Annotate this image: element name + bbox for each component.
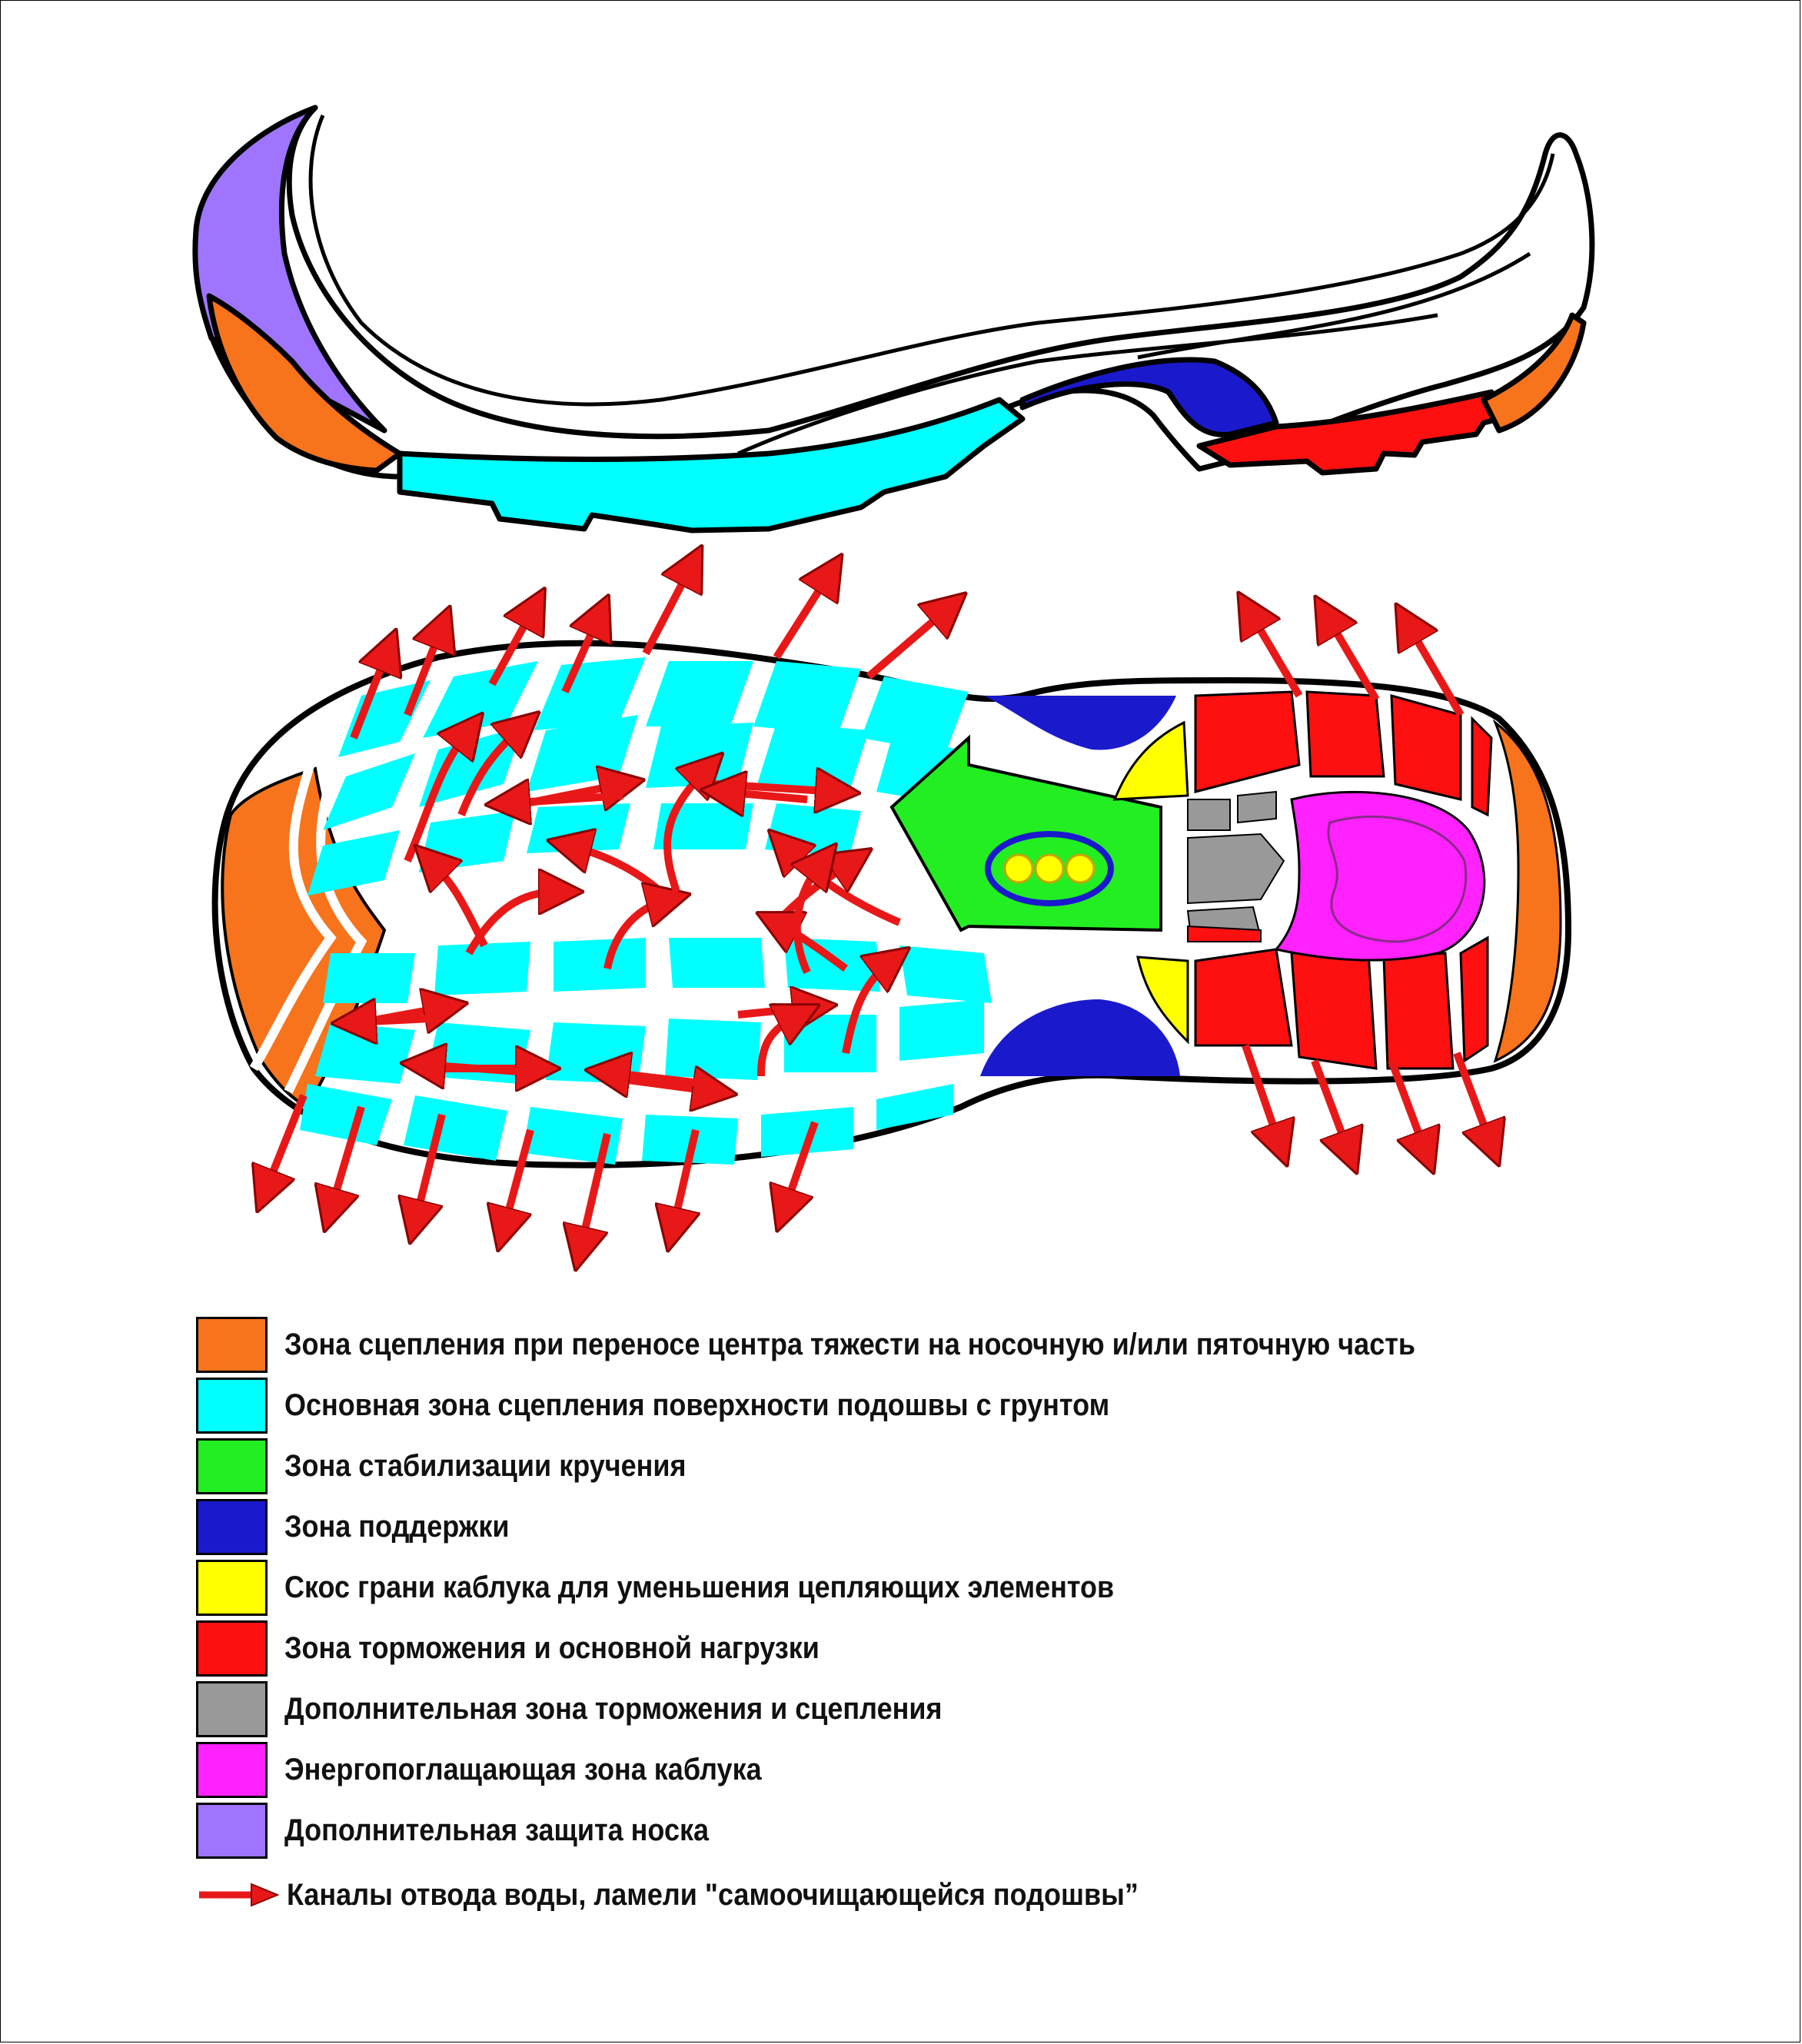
side-midsole-line-3 — [1137, 251, 1531, 360]
legend: Зона сцепления при переносе центра тяжес… — [196, 1314, 1734, 1926]
legend-label: Зона торможения и основной нагрузки — [284, 1631, 820, 1665]
legend-item-heel-bevel: Скос грани каблука для уменьшения цепляю… — [196, 1557, 1734, 1618]
arrow-down-3 — [415, 1113, 446, 1222]
legend-item-toe-protection: Дополнительная защита носка — [196, 1800, 1734, 1861]
arrow-inner-3 — [431, 861, 488, 948]
bottom-support-bottom — [980, 999, 1180, 1076]
arrow-down-10 — [1388, 1059, 1426, 1153]
legend-label: Зона стабилизации кручения — [284, 1449, 687, 1483]
arrow-inner-19 — [423, 1065, 531, 1072]
arrow-down-8 — [1242, 1044, 1280, 1145]
bottom-logo-gear-3 — [1065, 853, 1095, 884]
legend-item-braking: Зона торможения и основной нагрузки — [196, 1618, 1734, 1679]
legend-item-secondary-braking: Дополнительная зона торможения и сцеплен… — [196, 1679, 1734, 1740]
legend-swatch-yellow — [196, 1560, 268, 1616]
arrow-inner-14 — [776, 922, 848, 972]
arrow-up-3 — [488, 607, 534, 686]
bottom-toe-stripe-1 — [249, 759, 337, 1072]
legend-swatch-gray — [196, 1681, 268, 1737]
bottom-logo-gear-2 — [1034, 853, 1065, 884]
arrow-inner-4 — [465, 892, 561, 956]
arrow-down-4 — [504, 1128, 534, 1230]
arrow-up-2 — [404, 626, 442, 716]
legend-label: Каналы отвода воды, ламели "самоочищающе… — [287, 1877, 1139, 1912]
legend-label: Основная зона сцепления поверхности подо… — [284, 1388, 1110, 1422]
bottom-view-sole — [211, 640, 1572, 1168]
arrow-inner-21 — [607, 1072, 708, 1084]
water-channel-arrows — [265, 565, 1491, 1249]
arrow-up-5 — [642, 565, 692, 656]
side-heel-red — [1196, 389, 1502, 476]
bottom-heel-cushion-inner — [1327, 815, 1468, 943]
legend-label: Энергопоглащающая зона каблука — [284, 1753, 762, 1786]
side-forefoot-tread — [397, 397, 1026, 533]
arrow-inner-6 — [507, 796, 623, 803]
legend-swatch-red — [196, 1620, 268, 1677]
side-view-sole — [192, 105, 1595, 533]
sole-diagram — [192, 105, 1595, 1307]
legend-item-water-channels: Каналы отвода воды, ламели "самоочищающе… — [196, 1864, 1734, 1926]
legend-item-support: Зона поддержки — [196, 1497, 1734, 1557]
legend-swatch-blue — [196, 1499, 268, 1555]
legend-item-heel-cushion: Энергопоглащающая зона каблука — [196, 1740, 1734, 1800]
arrow-down-7 — [784, 1121, 819, 1211]
arrow-inner-9 — [663, 769, 707, 893]
side-toe-orange — [206, 293, 403, 474]
legend-swatch-magenta — [196, 1742, 268, 1798]
legend-label: Дополнительная зона торможения и сцеплен… — [284, 1692, 943, 1726]
arrow-up-6 — [773, 573, 830, 660]
legend-item-main-grip: Основная зона сцепления поверхности подо… — [196, 1375, 1734, 1436]
arrow-up-4 — [561, 615, 600, 694]
arrow-inner-1 — [404, 730, 469, 862]
legend-item-torsion: Зона стабилизации кручения — [196, 1436, 1734, 1497]
legend-label: Зона сцепления при переносе центра тяжес… — [284, 1328, 1415, 1361]
legend-label: Дополнительная защита носка — [284, 1813, 710, 1847]
legend-label: Скос грани каблука для уменьшения цепляю… — [284, 1570, 1115, 1604]
arrow-down-9 — [1311, 1059, 1349, 1153]
bottom-logo-gear-1 — [1003, 853, 1034, 884]
arrow-down-6 — [673, 1128, 696, 1230]
legend-label: Зона поддержки — [284, 1510, 510, 1544]
arrow-down-5 — [580, 1132, 611, 1249]
arrow-up-1 — [350, 650, 388, 739]
bottom-heel-braking — [1194, 690, 1493, 1070]
arrow-down-2 — [331, 1105, 365, 1211]
bottom-support-top — [984, 696, 1176, 750]
arrow-inner-15 — [797, 861, 823, 975]
arrow-down-11 — [1453, 1052, 1491, 1145]
bottom-heel-bevel-bottom — [1136, 956, 1189, 1045]
bottom-heel-bevel-top — [1112, 720, 1189, 801]
legend-swatch-violet — [196, 1803, 268, 1859]
arrow-inner-8 — [603, 899, 669, 970]
bottom-toe-stripe-2 — [284, 752, 367, 1094]
side-midsole-line-2 — [736, 313, 1438, 456]
arrow-inner-17 — [354, 1019, 431, 1022]
arrow-up-9 — [1326, 615, 1380, 702]
bottom-heel-orange — [1492, 719, 1562, 1063]
heel-gap-marker — [1187, 925, 1262, 942]
legend-arrow-icon — [199, 1883, 280, 1907]
arrow-up-7 — [866, 607, 949, 680]
arrow-inner-24 — [842, 961, 892, 1054]
arrow-inner-23 — [757, 1015, 800, 1077]
side-midsole-line-1 — [308, 115, 1555, 407]
legend-swatch-orange — [196, 1317, 268, 1373]
legend-swatch-cyan — [196, 1378, 268, 1434]
legend-swatch-green — [196, 1438, 268, 1494]
arrow-up-8 — [1249, 611, 1303, 698]
legend-item-toe-heel-grip: Зона сцепления при переносе центра тяжес… — [196, 1314, 1734, 1375]
side-heel-orange — [1481, 312, 1587, 434]
side-arch-support — [1019, 357, 1279, 438]
arrow-up-10 — [1407, 623, 1465, 717]
arrow-inner-11 — [723, 792, 808, 799]
arrow-inner-2 — [457, 726, 523, 816]
arrow-down-1 — [265, 1094, 308, 1192]
